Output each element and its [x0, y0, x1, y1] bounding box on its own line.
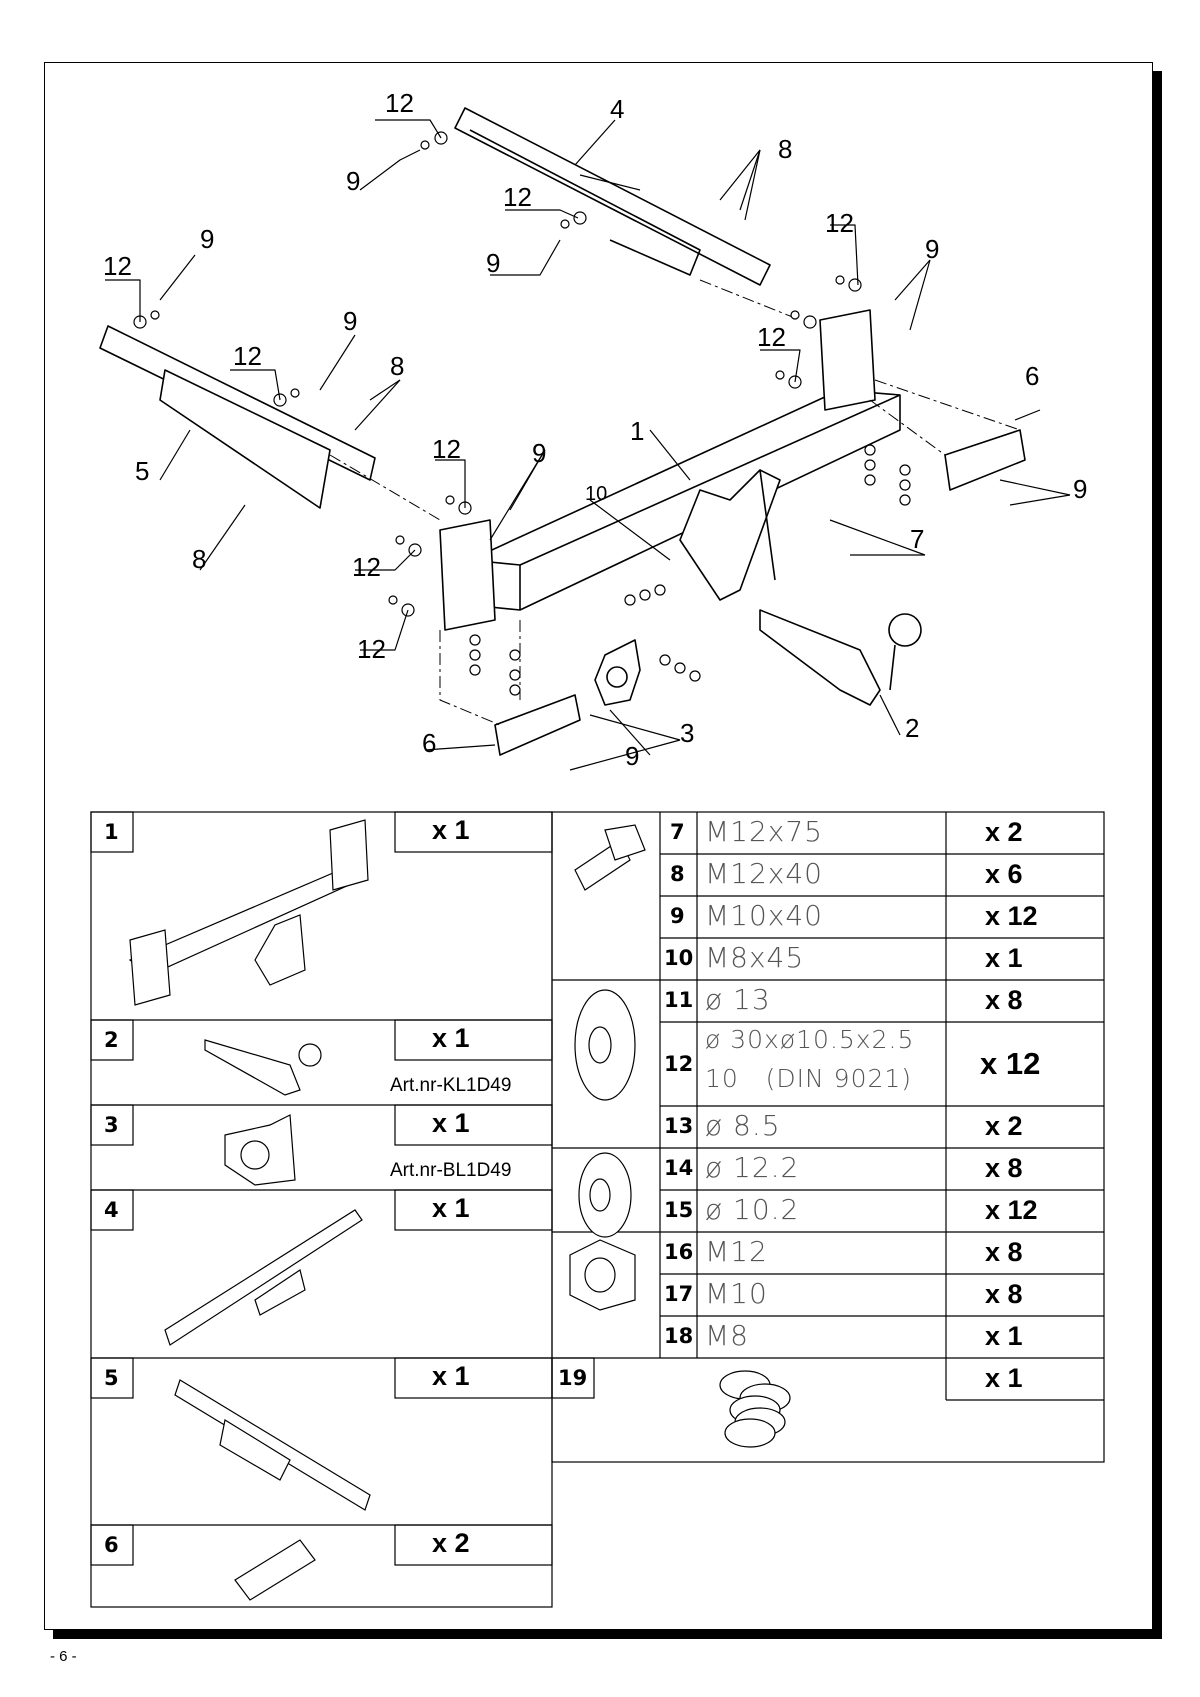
part-quantity: x 6: [985, 859, 1023, 889]
part-quantity: x 12: [980, 1046, 1041, 1081]
part-quantity: x 1: [432, 815, 470, 845]
part-quantity: x 1: [432, 1193, 470, 1223]
part-quantity: x 1: [432, 1023, 470, 1053]
part-spec: ø 8.5: [705, 1109, 781, 1142]
callout-label: 12: [825, 208, 854, 238]
mounting-plate-6-left: [494, 694, 581, 756]
part-spec: M10: [705, 1277, 768, 1310]
part-spec: M10x40: [705, 899, 823, 932]
crossbar-bracket: [679, 469, 781, 601]
callout-label: 5: [135, 456, 149, 486]
part-quantity: x 8: [985, 985, 1023, 1015]
part-number: 12: [664, 1052, 694, 1076]
callout-label: 8: [390, 351, 404, 381]
part-number: 18: [664, 1324, 694, 1348]
callout-label: 9: [200, 224, 214, 254]
part-quantity: x 8: [985, 1153, 1023, 1183]
part-number: 16: [664, 1240, 694, 1264]
side-beam-4: [454, 107, 771, 286]
part-spec: M8x45: [705, 941, 805, 974]
page-number: - 6 -: [50, 1648, 77, 1665]
part-quantity: x 8: [985, 1237, 1023, 1267]
part-number: 4: [104, 1198, 119, 1222]
part-number: 5: [104, 1366, 119, 1390]
part-spec: M12: [705, 1235, 768, 1268]
callout-label: 12: [432, 434, 461, 464]
part-number: 11: [664, 988, 694, 1012]
part-quantity: x 1: [985, 1321, 1023, 1351]
callout-label: 9: [346, 166, 360, 196]
part-number: 1: [104, 820, 119, 844]
callout-label: 12: [103, 251, 132, 281]
callout-label: 12: [757, 322, 786, 352]
part-quantity: x 12: [985, 1195, 1038, 1225]
part-quantity: x 1: [432, 1361, 470, 1391]
callout-label: 9: [625, 741, 639, 771]
callout-label: 6: [1025, 361, 1039, 391]
part-quantity: x 1: [985, 1363, 1023, 1393]
part-spec: ø 10.2: [705, 1193, 800, 1226]
crossbar-right-plate: [819, 309, 876, 411]
part-quantity: x 8: [985, 1279, 1023, 1309]
callout-label: 8: [192, 544, 206, 574]
part-spec: M8: [705, 1319, 749, 1352]
part-quantity: x 2: [985, 817, 1023, 847]
callout-label: 2: [905, 713, 919, 743]
callout-label: 9: [925, 234, 939, 264]
towball-neck: [759, 609, 881, 706]
socket-plate: [594, 639, 641, 706]
crossbar-left-plate: [439, 519, 496, 631]
article-number: Art.nr-KL1D49: [390, 1075, 512, 1096]
part-spec: ø 30xø10.5x2.5: [705, 1025, 915, 1054]
callout-label: 9: [486, 248, 500, 278]
towball: [888, 613, 922, 647]
part-spec: M12x75: [705, 815, 823, 848]
exploded-view-drawing: 12 4 9 8 12 9 12 9 12 9 9 12 8 12 6 1 5 …: [99, 88, 1087, 771]
part-number: 3: [104, 1113, 119, 1137]
callout-label: 12: [357, 634, 386, 664]
part-quantity: x 1: [985, 943, 1023, 973]
part-number: 17: [664, 1282, 694, 1306]
callout-label: 7: [910, 524, 924, 554]
part-number: 2: [104, 1028, 119, 1052]
mounting-plate-6-right: [944, 429, 1026, 491]
part-number: 7: [670, 820, 685, 844]
callout-label: 9: [343, 306, 357, 336]
callout-label: 9: [1073, 474, 1087, 504]
part-quantity: x 12: [985, 901, 1038, 931]
part-spec: ø 12.2: [705, 1151, 800, 1184]
part-number: 9: [670, 904, 685, 928]
callout-label: 1: [630, 416, 644, 446]
part-spec: ø 13: [705, 983, 771, 1016]
callout-label: 10: [585, 483, 607, 505]
callout-label: 9: [532, 438, 546, 468]
part-number: 15: [664, 1198, 694, 1222]
part-number: 10: [664, 946, 694, 970]
part-spec-standard: 10 (DIN 9021): [705, 1064, 913, 1093]
callout-label: 12: [503, 182, 532, 212]
part-quantity: x 2: [432, 1528, 470, 1558]
part-quantity: x 1: [432, 1108, 470, 1138]
part-number: 19: [558, 1366, 588, 1390]
callout-label: 4: [610, 94, 624, 124]
article-number: Art.nr-BL1D49: [390, 1160, 512, 1181]
callout-label: 6: [422, 728, 436, 758]
callout-label: 8: [778, 134, 792, 164]
part-number: 8: [670, 862, 685, 886]
callout-label: 12: [233, 341, 262, 371]
callout-label: 3: [680, 718, 694, 748]
part-number: 14: [664, 1156, 694, 1180]
callout-label: 12: [352, 552, 381, 582]
part-spec: M12x40: [705, 857, 823, 890]
callout-label: 12: [385, 88, 414, 118]
part-number: 13: [664, 1114, 694, 1138]
part-quantity: x 2: [985, 1111, 1023, 1141]
part-number: 6: [104, 1533, 119, 1557]
